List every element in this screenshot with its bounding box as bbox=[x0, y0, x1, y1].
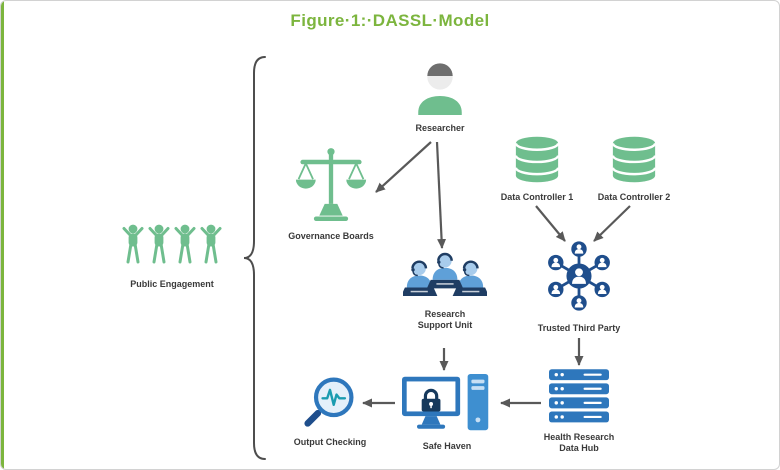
arrow-researcher-to-governance-boards bbox=[375, 141, 432, 193]
node-researcher: Researcher bbox=[394, 57, 486, 134]
node-label: Safe Haven bbox=[422, 441, 472, 451]
arrow-researcher-to-research-support-unit bbox=[435, 141, 447, 249]
brace-connector bbox=[243, 56, 266, 460]
node-governance-boards: Governance Boards bbox=[281, 147, 381, 242]
node-data-controller-2: Data Controller 2 bbox=[595, 135, 673, 203]
node-label: Health Research Data Hub bbox=[543, 432, 615, 454]
monitor-lock-icon bbox=[402, 373, 492, 438]
node-trusted-third-party: Trusted Third Party bbox=[534, 237, 624, 334]
arrow-data-controller-1-to-trusted-third-party bbox=[535, 205, 566, 242]
node-label: Data Controller 1 bbox=[500, 192, 574, 202]
node-label: Research Support Unit bbox=[417, 309, 473, 331]
scales-icon bbox=[295, 147, 367, 228]
arrow-data-controller-2-to-trusted-third-party bbox=[593, 205, 631, 242]
crowd-icon bbox=[121, 223, 223, 276]
node-public-engagement: Public Engagement bbox=[117, 223, 227, 290]
left-accent-border bbox=[1, 1, 4, 469]
figure-title: Figure·1:·DASSL·Model bbox=[290, 11, 490, 30]
support-team-icon bbox=[401, 251, 489, 306]
magnifier-pulse-icon bbox=[302, 375, 358, 434]
node-research-support-unit: Research Support Unit bbox=[401, 251, 489, 332]
node-label: Public Engagement bbox=[130, 279, 214, 289]
database-icon bbox=[608, 135, 660, 189]
node-label: Governance Boards bbox=[288, 231, 374, 241]
node-label: Output Checking bbox=[293, 437, 367, 447]
node-data-controller-1: Data Controller 1 bbox=[498, 135, 576, 203]
node-label: Trusted Third Party bbox=[537, 323, 621, 333]
server-stack-icon bbox=[549, 369, 609, 429]
node-label: Researcher bbox=[415, 123, 465, 133]
node-output-checking: Output Checking bbox=[289, 375, 371, 448]
researcher-icon bbox=[411, 57, 469, 120]
node-label: Data Controller 2 bbox=[597, 192, 671, 202]
node-health-research-data-hub: Health Research Data Hub bbox=[536, 369, 622, 455]
node-safe-haven: Safe Haven bbox=[399, 373, 495, 452]
database-icon bbox=[511, 135, 563, 189]
network-hub-icon bbox=[540, 237, 618, 320]
